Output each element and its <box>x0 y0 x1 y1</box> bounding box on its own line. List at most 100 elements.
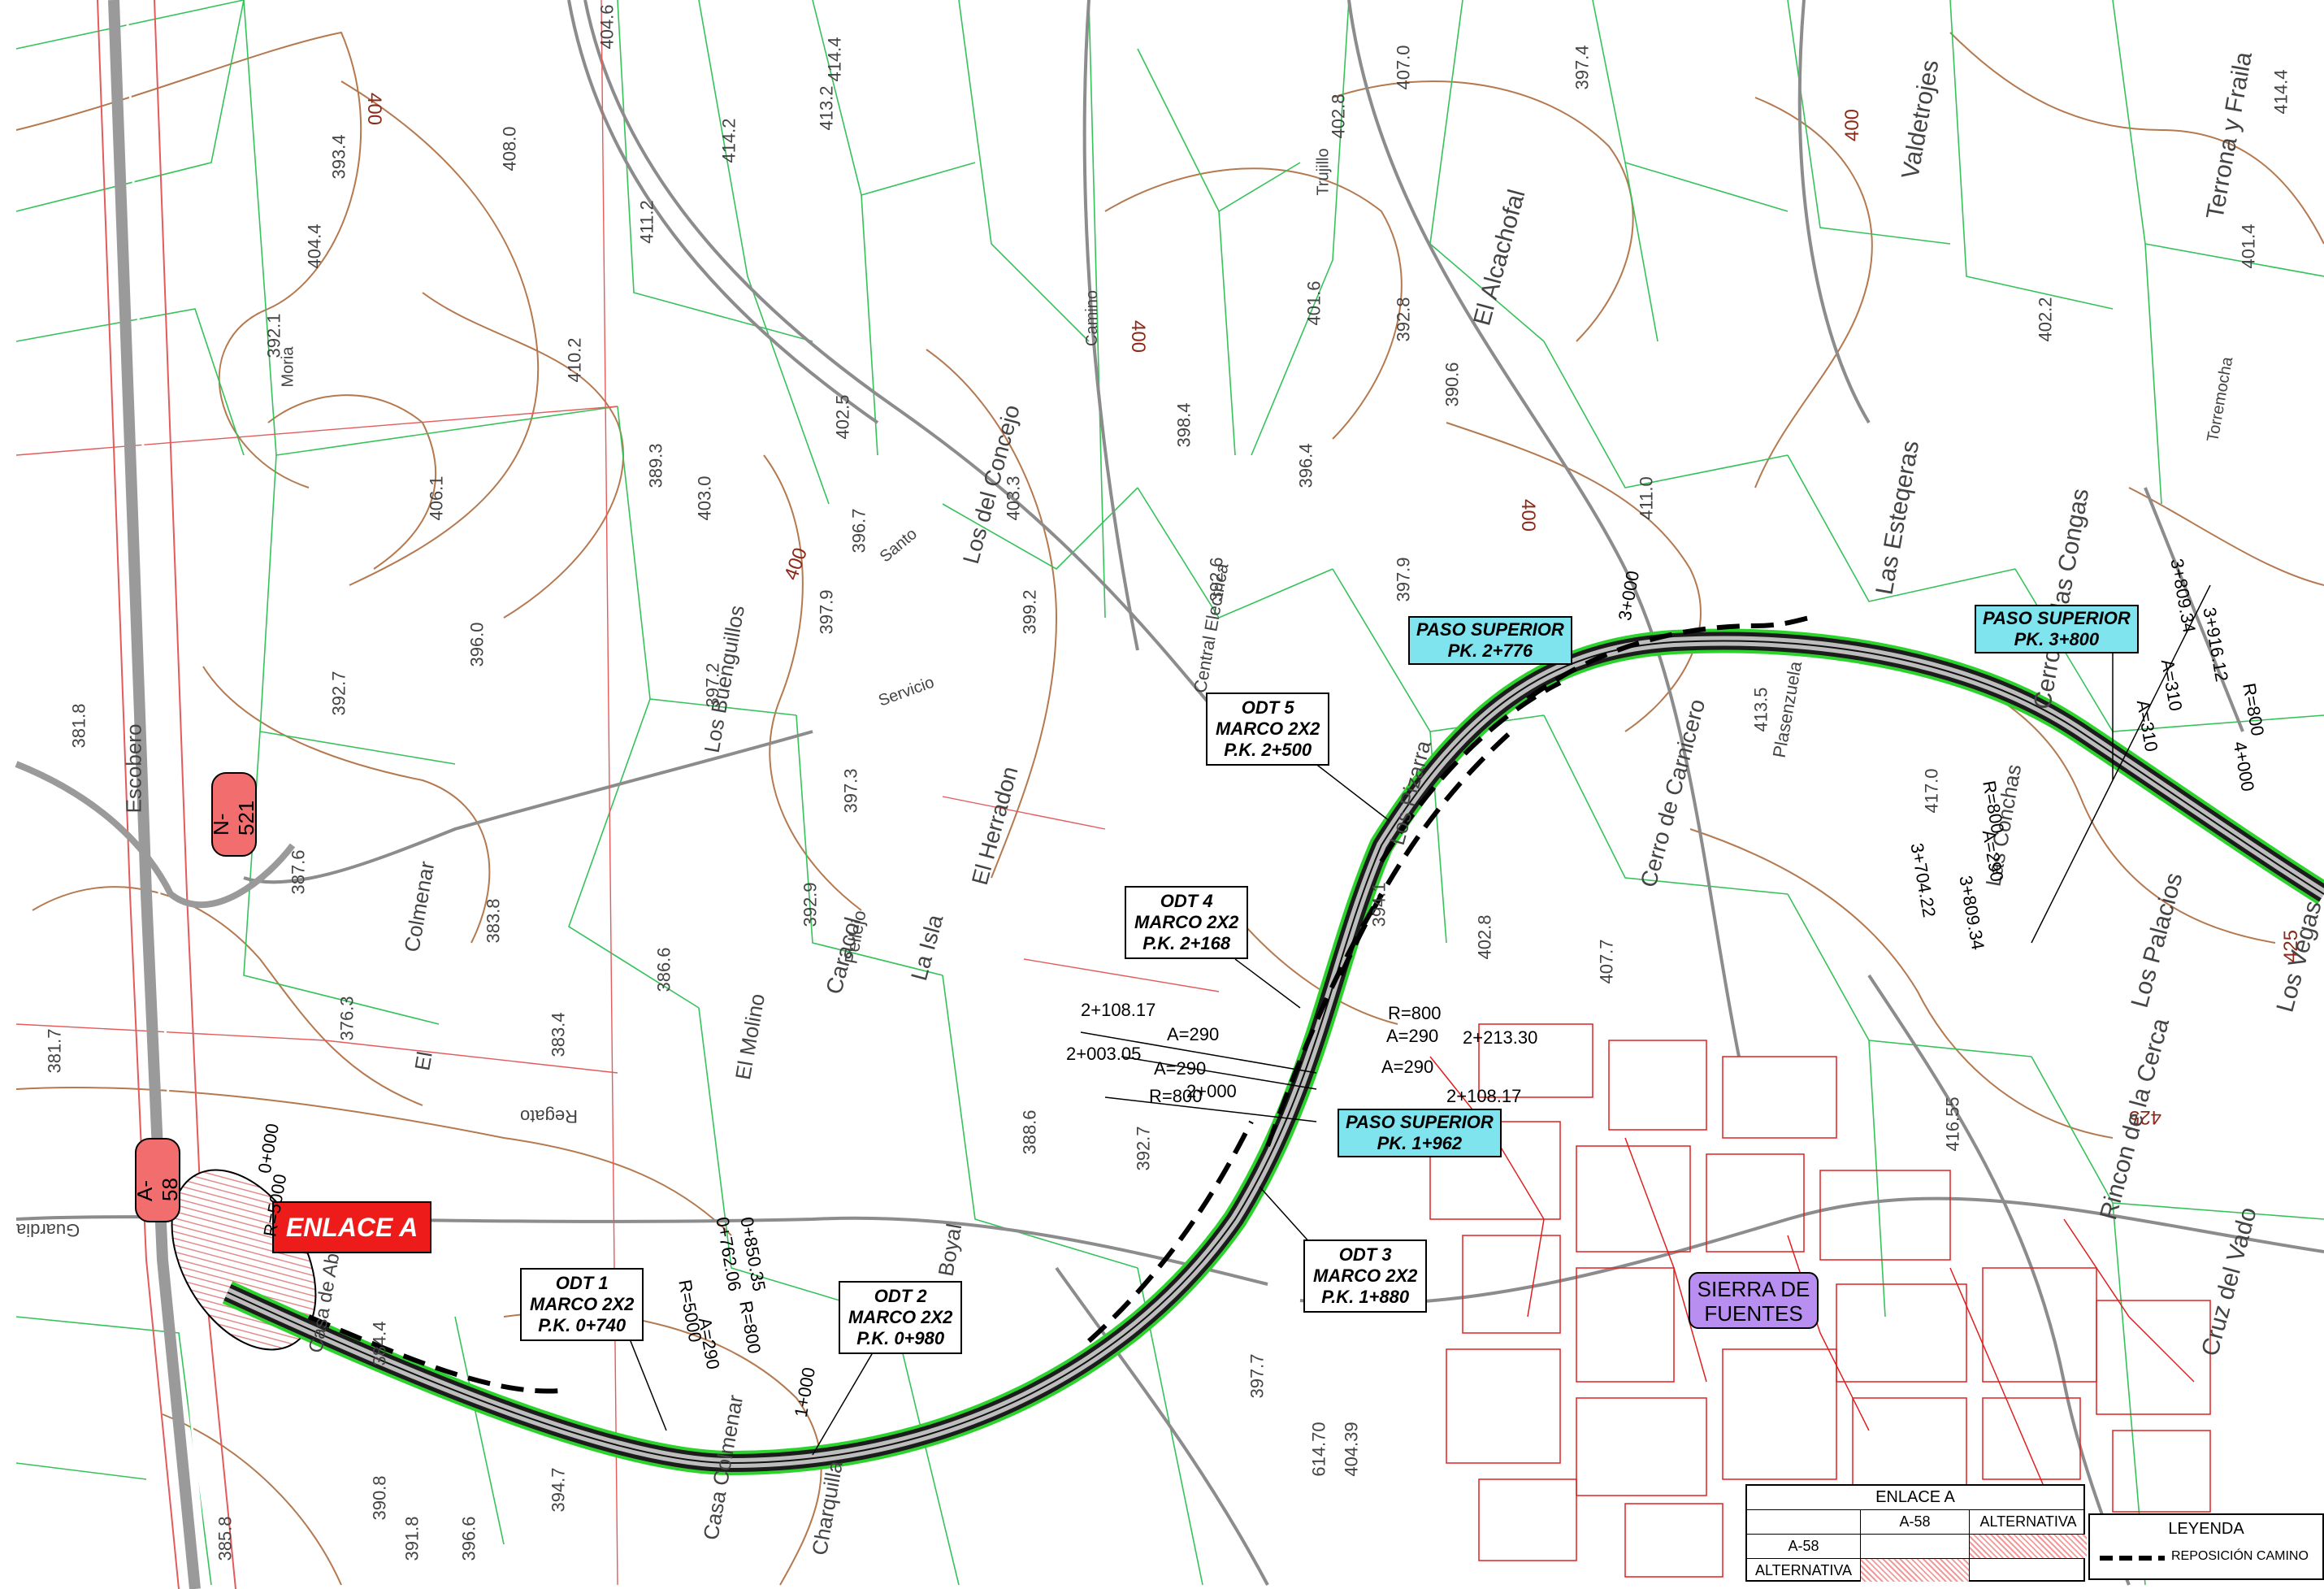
legend-row-alt: ALTERNATIVA <box>1747 1559 1861 1582</box>
town-blocks <box>1429 1023 2211 1578</box>
overpass-title: PASO SUPERIOR <box>1416 619 1564 640</box>
spot-height: 411.0 <box>1636 476 1657 520</box>
spot-height: 393.4 <box>328 134 349 180</box>
structure-type: MARCO 2X2 <box>848 1307 953 1327</box>
structure-pk: P.K. 2+500 <box>1224 740 1312 760</box>
spot-height: 402.8 <box>1328 93 1349 139</box>
spot-height: 397.7 <box>1247 1353 1268 1399</box>
legend-swatch-hatch <box>1970 1535 2087 1558</box>
spot-height: 414.4 <box>824 37 845 82</box>
spot-height: 384.4 <box>369 1321 390 1366</box>
spot-height: 396.4 <box>1295 443 1316 488</box>
spot-height: 407.0 <box>1393 45 1414 90</box>
chainage-label: 2+003.05 <box>1066 1044 1142 1064</box>
road-badge-label: A-58 <box>132 1178 182 1201</box>
overpass-title: PASO SUPERIOR <box>1983 608 2131 628</box>
contour-label: 400 <box>363 92 386 126</box>
legend-item-label: REPOSICIÓN CAMINO <box>2171 1549 2309 1563</box>
town-name-line1: SIERRA DE <box>1697 1277 1810 1301</box>
spot-height: 404.6 <box>596 4 618 50</box>
spot-height: 397.9 <box>816 589 837 635</box>
spot-height: 392.7 <box>1133 1126 1154 1171</box>
spot-height: 394.7 <box>548 1467 569 1513</box>
spot-height: 383.8 <box>483 898 504 944</box>
road-badge-a58: A-58 <box>132 1138 182 1222</box>
legend-cell-empty <box>1861 1535 1970 1558</box>
legend-table-title-row: ENLACE A <box>1747 1486 2083 1510</box>
structure-callout-odt2: ODT 2 MARCO 2X2 P.K. 0+980 <box>839 1281 963 1354</box>
spot-height: 386.6 <box>653 947 674 992</box>
spot-height: 411.2 <box>636 200 657 244</box>
overpass-callout-ps2: PASO SUPERIOR PK. 2+776 <box>1408 616 1572 665</box>
overpass-callout-ps3: PASO SUPERIOR PK. 3+800 <box>1975 605 2139 653</box>
place-name: Moria <box>279 346 297 388</box>
dashed-line-symbol <box>2100 1556 2165 1561</box>
legend-cell-empty <box>1970 1559 2087 1582</box>
place-name: Guardia <box>16 1220 80 1240</box>
spot-height: 391.8 <box>401 1516 423 1561</box>
contour-label: 400 <box>1841 108 1864 142</box>
curve-label: A=290 <box>1386 1026 1439 1046</box>
legend-box: LEYENDA REPOSICIÓN CAMINO <box>2088 1513 2324 1580</box>
town-name-line2: FUENTES <box>1704 1301 1803 1326</box>
spot-height: 399.2 <box>1019 589 1040 635</box>
spot-height: 416.55 <box>1942 1096 1963 1152</box>
structure-id: ODT 2 <box>874 1286 927 1306</box>
spot-height: 388.6 <box>1019 1109 1040 1155</box>
spot-height: 407.7 <box>1596 939 1617 984</box>
spot-height: 404.39 <box>1341 1422 1362 1477</box>
spot-height: 396.7 <box>848 508 869 554</box>
spot-height: 376.3 <box>336 996 358 1041</box>
structure-pk: P.K. 2+168 <box>1142 933 1231 953</box>
spot-height: 408.0 <box>499 126 520 171</box>
place-name: Escobero <box>121 723 146 814</box>
legend-col-alt: ALTERNATIVA <box>1979 1513 2077 1530</box>
structure-id: ODT 5 <box>1241 697 1294 718</box>
spot-height: 401.4 <box>2238 224 2259 269</box>
spot-height: 389.3 <box>645 443 666 488</box>
legend-swatch-hatch <box>1861 1559 1970 1582</box>
spot-height: 414.2 <box>718 118 739 163</box>
structure-type: MARCO 2X2 <box>1313 1266 1418 1286</box>
structure-pk: P.K. 0+980 <box>856 1328 945 1348</box>
spot-height: 385.8 <box>215 1516 236 1561</box>
structure-pk: P.K. 1+880 <box>1321 1287 1410 1307</box>
curve-label: A=290 <box>1381 1057 1434 1077</box>
legend-table-corner <box>1747 1510 1861 1534</box>
road-badge-n521: N-521 <box>209 772 258 857</box>
spot-height: 413.2 <box>816 85 837 131</box>
spot-height: 396.0 <box>466 622 488 667</box>
structure-callout-odt1: ODT 1 MARCO 2X2 P.K. 0+740 <box>520 1268 644 1341</box>
structure-callout-odt4: ODT 4 MARCO 2X2 P.K. 2+168 <box>1125 886 1249 959</box>
spot-height: 390.6 <box>1442 362 1463 407</box>
legend-table-title: ENLACE A <box>1875 1488 1955 1506</box>
highway-a58 <box>15 0 296 1589</box>
spot-height: 390.8 <box>369 1475 390 1521</box>
spot-height: 614.70 <box>1308 1422 1329 1477</box>
chainage-label: 2+108.17 <box>1081 1000 1156 1020</box>
overpass-callout-ps1: PASO SUPERIOR PK. 1+962 <box>1338 1109 1502 1157</box>
structure-id: ODT 4 <box>1160 891 1213 911</box>
curve-label: A=290 <box>1154 1058 1207 1079</box>
spot-height: 392.9 <box>800 882 821 927</box>
road-badge-label: N-521 <box>209 800 258 836</box>
spot-height: 397.3 <box>840 768 861 814</box>
spot-height: 401.6 <box>1303 280 1325 326</box>
contour-label: 400 <box>1127 319 1150 354</box>
chainage-label: 2+213.30 <box>1463 1027 1538 1048</box>
spot-height: 398.4 <box>1173 402 1195 448</box>
spot-height: 403.0 <box>694 475 715 521</box>
legend-table-row-a58: A-58 <box>1747 1535 2087 1559</box>
curve-label: R=800 <box>1388 1003 1442 1023</box>
spot-height: 381.8 <box>68 703 89 749</box>
place-name: Camino <box>1082 290 1101 346</box>
spot-height: 414.4 <box>2270 69 2291 115</box>
structure-type: MARCO 2X2 <box>1134 912 1239 932</box>
contour-label: 400 <box>1517 498 1540 532</box>
overpass-pk: PK. 1+962 <box>1377 1133 1463 1153</box>
interchange-label: ENLACE A <box>272 1201 431 1253</box>
chainage-label: 2+000 <box>1186 1081 1237 1101</box>
